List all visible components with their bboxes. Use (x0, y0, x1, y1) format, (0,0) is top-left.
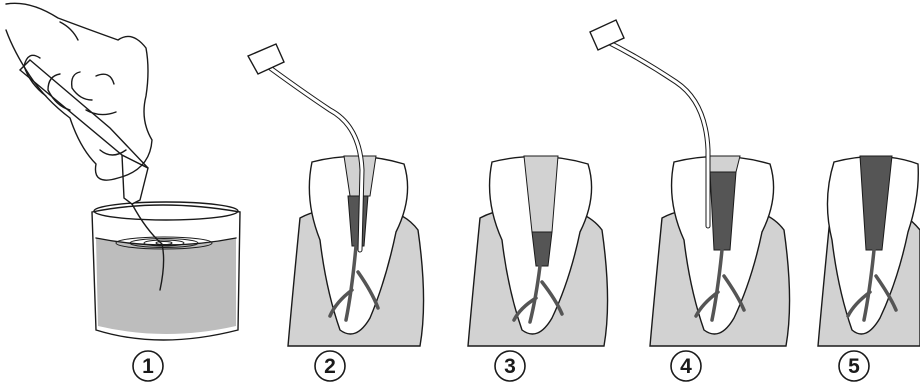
water-glass (92, 202, 240, 340)
step-3-illustration (468, 156, 608, 346)
step-marker-1: 1 (133, 351, 163, 381)
step-marker-4: 4 (671, 351, 701, 381)
step-4-illustration (590, 20, 790, 346)
step-number: 3 (504, 355, 516, 378)
step-2-illustration (248, 44, 424, 346)
step-number: 1 (142, 355, 154, 378)
step-marker-5: 5 (839, 351, 869, 381)
step-marker-3: 3 (495, 351, 525, 381)
step-5-illustration (818, 156, 920, 346)
step-number: 4 (680, 355, 692, 378)
step-number: 5 (848, 355, 860, 378)
step-marker-2: 2 (315, 351, 345, 381)
step-number: 2 (324, 355, 336, 378)
step-1-illustration (6, 3, 240, 340)
